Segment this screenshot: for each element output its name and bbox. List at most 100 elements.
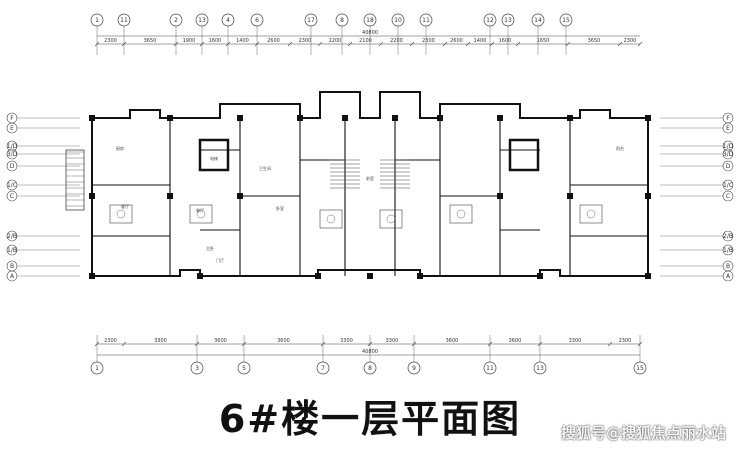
bottom-dimension-tick bbox=[607, 341, 613, 347]
axis-label-left: F bbox=[10, 115, 14, 122]
top-dimension-value: 1600 bbox=[499, 38, 512, 44]
room-label: 厨房 bbox=[116, 145, 124, 151]
axis-label-bottom: 13 bbox=[536, 365, 544, 372]
structural-column bbox=[167, 115, 173, 121]
top-dimension-tick bbox=[515, 41, 521, 47]
bottom-dimension-value: 3300 bbox=[569, 338, 582, 344]
building-walls bbox=[65, 91, 651, 279]
axis-label-right: B bbox=[726, 263, 730, 270]
furniture-detail bbox=[386, 214, 396, 224]
axis-label-right: E bbox=[726, 125, 730, 132]
furniture-detail bbox=[196, 209, 206, 219]
axis-label-top: 4 bbox=[226, 17, 230, 24]
top-dimension-value: 3650 bbox=[588, 38, 601, 44]
elevator-shaft bbox=[508, 138, 540, 172]
drawing-title: 6#楼一层平面图 bbox=[218, 397, 522, 441]
structural-column bbox=[567, 115, 573, 121]
bottom-dimension-tick bbox=[320, 341, 326, 347]
structural-column bbox=[645, 273, 651, 279]
axis-label-right: D bbox=[726, 163, 731, 170]
top-dimension-value: 1650 bbox=[537, 38, 550, 44]
axis-label-left: D bbox=[10, 163, 15, 170]
structural-column bbox=[392, 115, 398, 121]
top-dimension-value: 2300 bbox=[624, 38, 637, 44]
axis-label-right: C bbox=[726, 193, 730, 200]
structural-column bbox=[537, 273, 543, 279]
top-dimension-tick bbox=[199, 41, 205, 47]
top-dimension-tick bbox=[378, 41, 384, 47]
furniture-table bbox=[379, 209, 403, 229]
bottom-dimension-value: 3300 bbox=[386, 338, 399, 344]
top-dimension-value: 3650 bbox=[144, 38, 157, 44]
bottom-dimension-value: 2300 bbox=[619, 338, 632, 344]
structural-column bbox=[297, 115, 303, 121]
top-dimension-tick bbox=[317, 41, 323, 47]
bottom-dimension-tick bbox=[637, 341, 643, 347]
structural-column bbox=[567, 193, 573, 199]
axis-label-top: 6 bbox=[255, 17, 259, 24]
structural-column bbox=[89, 193, 95, 199]
furniture-table bbox=[449, 204, 473, 224]
axis-label-top: 12 bbox=[486, 17, 494, 24]
axis-label-left: E bbox=[10, 125, 14, 132]
room-label: 客厅 bbox=[121, 203, 129, 209]
structural-column bbox=[497, 193, 503, 199]
bottom-dimension-value: 3300 bbox=[154, 338, 167, 344]
structural-column bbox=[417, 273, 423, 279]
structural-column bbox=[342, 115, 348, 121]
axis-label-top: 11 bbox=[120, 17, 128, 24]
axis-label-right: 1/D bbox=[723, 143, 734, 150]
top-dimension-tick bbox=[287, 41, 293, 47]
top-dimension-value: 2300 bbox=[422, 38, 435, 44]
top-dimension-tick bbox=[637, 41, 643, 47]
structural-column bbox=[645, 193, 651, 199]
structural-column bbox=[237, 193, 243, 199]
exterior-wall bbox=[91, 91, 649, 277]
top-dimension-tick bbox=[225, 41, 231, 47]
axis-label-left: A bbox=[10, 273, 15, 280]
axis-label-bottom: 15 bbox=[636, 365, 644, 372]
axis-label-top: 2 bbox=[174, 17, 178, 24]
top-dimension-tick bbox=[347, 41, 353, 47]
watermark: 搜狐号@搜狐焦点丽水站 bbox=[560, 424, 726, 442]
axis-label-bottom: 1 bbox=[95, 365, 99, 372]
bottom-dimension-tick bbox=[367, 341, 373, 347]
furniture-detail bbox=[326, 214, 336, 224]
axis-label-bottom: 5 bbox=[242, 365, 246, 372]
structural-column bbox=[367, 273, 373, 279]
axis-label-bottom: 7 bbox=[321, 365, 325, 372]
bottom-dimension-value: 3600 bbox=[446, 338, 459, 344]
structural-column bbox=[237, 115, 243, 121]
bottom-dimension-value: 3300 bbox=[340, 338, 353, 344]
furniture-table bbox=[189, 204, 213, 224]
overall-dimension-top: 40800 bbox=[362, 30, 378, 36]
structural-column bbox=[497, 115, 503, 121]
top-dimension-value: 1900 bbox=[183, 38, 196, 44]
bottom-dimension-tick bbox=[194, 341, 200, 347]
bottom-dimension-value: 3600 bbox=[277, 338, 290, 344]
room-label: 主卧 bbox=[206, 245, 214, 251]
top-dimension-tick bbox=[442, 41, 448, 47]
structural-column bbox=[645, 115, 651, 121]
axis-label-right: 1/B bbox=[723, 247, 733, 254]
furniture-table bbox=[579, 204, 603, 224]
bottom-dimension-tick bbox=[411, 341, 417, 347]
top-dimension-value: 2300 bbox=[104, 38, 117, 44]
axis-label-left: 1/D bbox=[7, 143, 18, 150]
top-dimension-value: 2200 bbox=[390, 38, 403, 44]
bottom-dimension-tick bbox=[241, 341, 247, 347]
axis-label-right: 3/D bbox=[723, 151, 734, 158]
axis-label-right: 1/C bbox=[723, 182, 733, 189]
furniture-table bbox=[109, 204, 133, 224]
axis-label-left: B bbox=[10, 263, 14, 270]
room-label: 卫生间 bbox=[259, 165, 271, 171]
top-dimension-tick bbox=[254, 41, 260, 47]
axis-label-top: 1 bbox=[95, 17, 99, 24]
balcony-left bbox=[65, 149, 85, 211]
structural-column bbox=[167, 193, 173, 199]
top-dimension-value: 1600 bbox=[209, 38, 222, 44]
